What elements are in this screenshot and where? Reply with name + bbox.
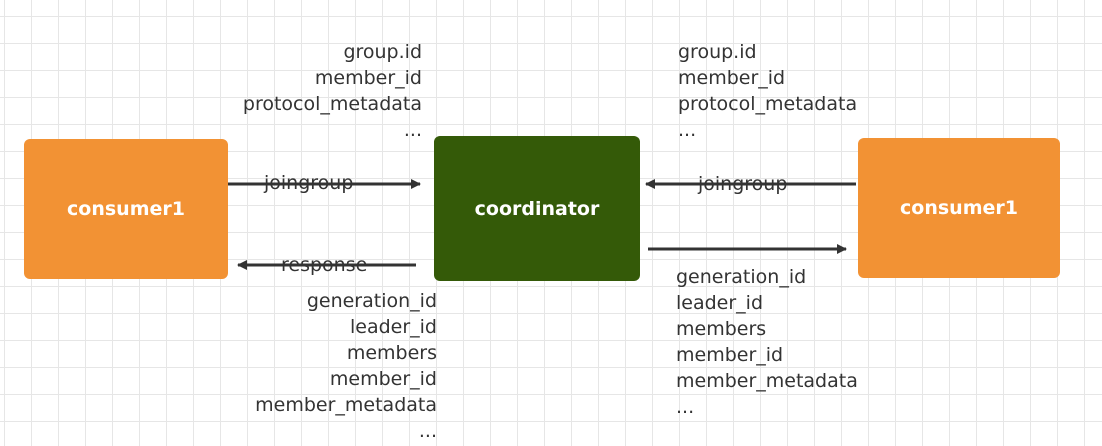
- field: generation_id: [306, 290, 437, 312]
- field: members: [676, 318, 767, 340]
- top-left-fields: group.id member_id protocol_metadata ...: [243, 39, 422, 143]
- coordinator-node[interactable]: coordinator: [434, 136, 640, 281]
- field: group.id: [678, 41, 757, 63]
- field: leader_id: [676, 292, 764, 314]
- field: member_metadata: [255, 394, 437, 416]
- field: member_id: [314, 67, 422, 89]
- field: protocol_metadata: [242, 93, 422, 115]
- field: member_metadata: [676, 370, 858, 392]
- field: members: [346, 342, 437, 364]
- field: ...: [418, 420, 437, 442]
- bottom-right-fields: generation_id leader_id members member_i…: [676, 264, 858, 420]
- bottom-left-fields: generation_id leader_id members member_i…: [255, 288, 437, 444]
- consumer-left-node[interactable]: consumer1: [24, 139, 228, 279]
- consumer-right-node[interactable]: consumer1: [858, 138, 1060, 278]
- left-response-label: response: [281, 254, 368, 276]
- field: ...: [678, 119, 697, 141]
- field: member_id: [329, 368, 437, 390]
- field: protocol_metadata: [678, 93, 858, 115]
- field: member_id: [678, 67, 786, 89]
- field: generation_id: [676, 266, 807, 288]
- field: ...: [676, 396, 695, 418]
- field: leader_id: [349, 316, 437, 338]
- field: member_id: [676, 344, 784, 366]
- coordinator-label: coordinator: [474, 197, 600, 220]
- field: group.id: [343, 41, 422, 63]
- top-right-fields: group.id member_id protocol_metadata ...: [678, 39, 857, 143]
- field: ...: [403, 119, 422, 141]
- consumer-left-label: consumer1: [67, 198, 185, 220]
- right-joingroup-label: joingroup: [698, 173, 788, 195]
- consumer-right-label: consumer1: [900, 197, 1018, 219]
- left-joingroup-label: joingroup: [264, 172, 354, 194]
